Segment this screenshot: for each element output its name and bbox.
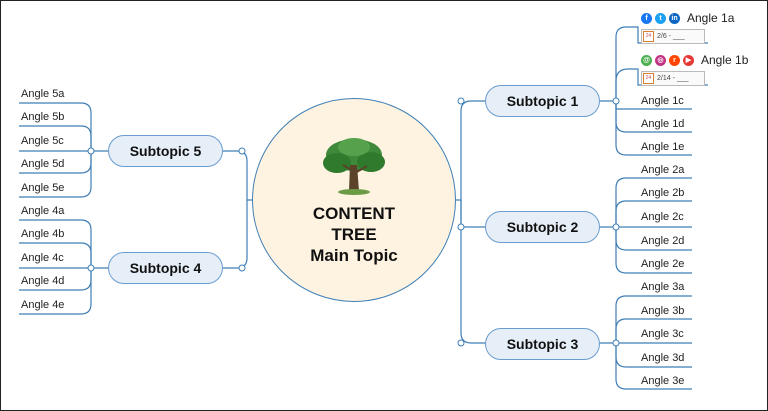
angle-2d[interactable]: Angle 2d (641, 235, 685, 247)
central-line-2: TREE (331, 225, 377, 244)
angle-3e[interactable]: Angle 3e (641, 375, 685, 387)
twitter-icon: t (655, 13, 666, 24)
angle-5e[interactable]: Angle 5e (21, 182, 65, 194)
calendar-icon: 24 (643, 31, 654, 42)
subtopic-4[interactable]: Subtopic 4 (108, 252, 223, 284)
angle-1a[interactable]: Angle 1a (687, 11, 735, 25)
angle-3b[interactable]: Angle 3b (641, 305, 685, 317)
angle-4c[interactable]: Angle 4c (21, 252, 64, 264)
angle-3a[interactable]: Angle 3a (641, 281, 685, 293)
email-icon: @ (641, 55, 652, 66)
facebook-icon: f (641, 13, 652, 24)
angle-1a-date: 24 2/6 - ___ (641, 29, 705, 44)
angle-1b[interactable]: Angle 1b (701, 53, 749, 67)
angle-1a-icons: f t in (641, 13, 680, 24)
linkedin-icon: in (669, 13, 680, 24)
angle-2e[interactable]: Angle 2e (641, 258, 685, 270)
angle-4a[interactable]: Angle 4a (21, 205, 65, 217)
angle-5d[interactable]: Angle 5d (21, 158, 65, 170)
reddit-icon: r (669, 55, 680, 66)
subtopic-1[interactable]: Subtopic 1 (485, 85, 600, 117)
angle-1b-date-text: 2/14 - ___ (657, 75, 689, 82)
angle-5a[interactable]: Angle 5a (21, 88, 65, 100)
angle-2b[interactable]: Angle 2b (641, 187, 685, 199)
central-topic[interactable]: CONTENT TREE Main Topic (252, 98, 456, 302)
angle-1d[interactable]: Angle 1d (641, 118, 685, 130)
angle-4e[interactable]: Angle 4e (21, 299, 65, 311)
angle-1b-date: 24 2/14 - ___ (641, 71, 705, 86)
tree-icon (323, 138, 385, 195)
calendar-icon: 24 (643, 73, 654, 84)
subtopic-5[interactable]: Subtopic 5 (108, 135, 223, 167)
angle-4d[interactable]: Angle 4d (21, 275, 65, 287)
angle-3c[interactable]: Angle 3c (641, 328, 684, 340)
instagram-icon: ◎ (655, 55, 666, 66)
angle-5c[interactable]: Angle 5c (21, 135, 64, 147)
angle-2c[interactable]: Angle 2c (641, 211, 684, 223)
angle-1c[interactable]: Angle 1c (641, 95, 684, 107)
angle-4b[interactable]: Angle 4b (21, 228, 65, 240)
youtube-icon: ▶ (683, 55, 694, 66)
angle-1e[interactable]: Angle 1e (641, 141, 685, 153)
angle-1a-date-text: 2/6 - ___ (657, 33, 685, 40)
angle-3d[interactable]: Angle 3d (641, 352, 685, 364)
angle-2a[interactable]: Angle 2a (641, 164, 685, 176)
subtopic-2[interactable]: Subtopic 2 (485, 211, 600, 243)
angle-1b-icons: @ ◎ r ▶ (641, 55, 694, 66)
central-line-1: CONTENT (312, 204, 396, 223)
subtopic-3[interactable]: Subtopic 3 (485, 328, 600, 360)
angle-5b[interactable]: Angle 5b (21, 111, 65, 123)
central-line-3: Main Topic (310, 246, 398, 265)
